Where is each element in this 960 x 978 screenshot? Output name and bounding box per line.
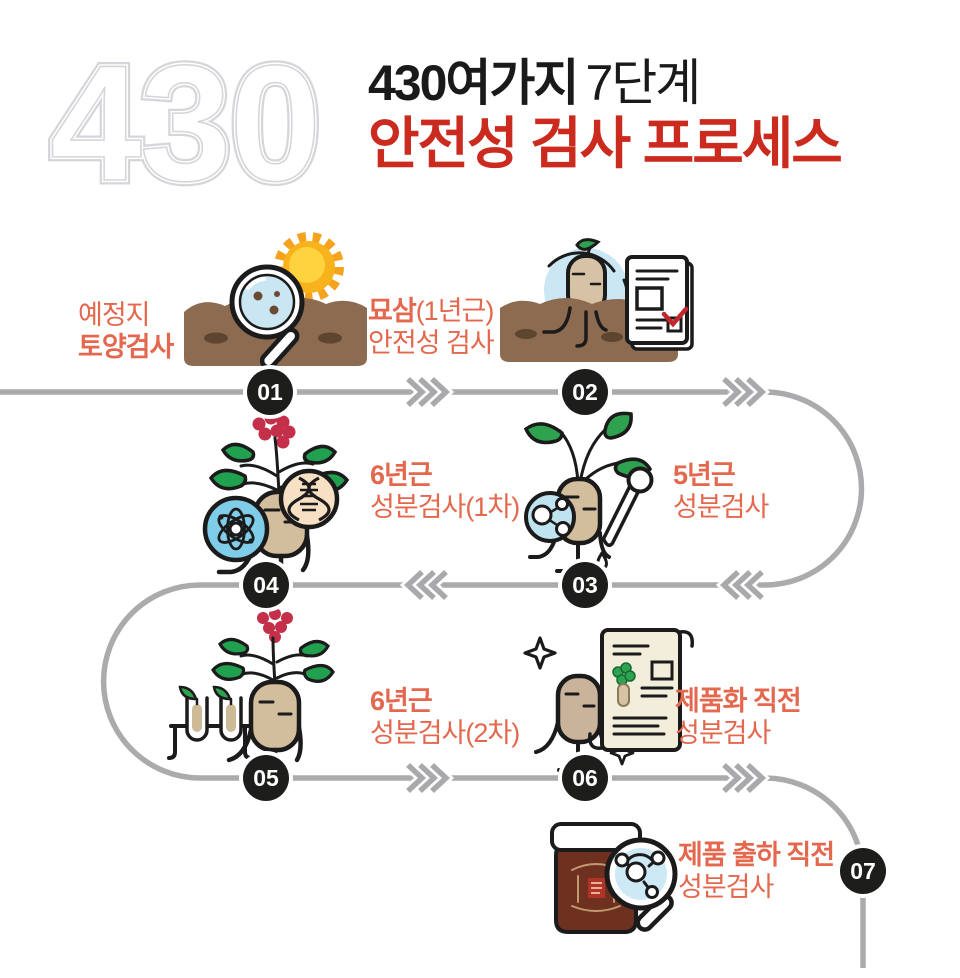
step-06-label-line1: 제품화 직전: [675, 686, 802, 716]
step-07-label: 제품 출하 직전 성분검사: [678, 840, 835, 904]
pipette-icon: [596, 466, 654, 571]
step-03-label-line1: 5년근: [673, 460, 736, 490]
step-01-icon-soil-test: [184, 232, 367, 370]
title-count: 430여가지: [368, 55, 579, 111]
step-03-label: 5년근 성분검사: [673, 460, 769, 524]
step-07-icon-pre-shipment-test: [550, 822, 678, 934]
test-tube-rack-icon: [167, 685, 253, 760]
sparkle-icon: [523, 636, 557, 670]
svg-text:430: 430: [50, 31, 319, 215]
chevron-right-4: [720, 760, 771, 796]
chevron-right-1: [404, 374, 455, 410]
step-07-label-line1: 제품 출하 직전: [678, 840, 835, 870]
step-05-icon-component-test-2: [167, 608, 335, 777]
step-04-label-line1: 6년근: [370, 460, 433, 490]
step-06-marker: 06: [562, 755, 608, 801]
root-legs: [542, 306, 608, 348]
document-check-icon: [625, 255, 694, 351]
step-02-icon-seedling-safety: [500, 238, 694, 362]
mini-ginseng-icon: [612, 662, 636, 707]
ginseng-root-icon: [534, 673, 612, 772]
step-05-label-line1: 6년근: [370, 686, 433, 716]
step-01-label: 예정지 토양검사: [78, 300, 174, 364]
step-01-marker: 01: [247, 369, 293, 415]
chevron-right-2: [720, 374, 771, 410]
step-01-label-line2: 토양검사: [78, 331, 174, 362]
chevron-left-1: [715, 567, 766, 603]
step-02-label: 묘삼(1년근) 안전성 검사: [368, 296, 495, 360]
step-05-marker: 05: [243, 755, 289, 801]
step-06-label: 제품화 직전 성분검사: [675, 686, 802, 750]
step-04-marker: 04: [243, 562, 289, 608]
step-04-label-line2: 성분검사(1차): [370, 491, 520, 522]
step-04-icon-component-test-1: [202, 411, 350, 585]
ginseng-leaves-icon: [208, 436, 350, 496]
snake-path: [0, 389, 866, 968]
step-02-label-line1: 묘삼(1년근): [368, 296, 494, 326]
step-07-marker: 07: [840, 848, 886, 894]
step-01-label-line1: 예정지: [78, 300, 151, 330]
step-02-label-line2: 안전성 검사: [368, 327, 495, 358]
step-05-label: 6년근 성분검사(2차): [370, 686, 520, 750]
certificate-scroll-icon: [588, 628, 694, 752]
step-02-marker: 02: [562, 369, 608, 415]
chevron-left-2: [399, 567, 450, 603]
title-line2: 안전성 검사 프로세스: [368, 112, 843, 175]
chevron-right-3: [404, 760, 455, 796]
magnifier-icon: [604, 837, 678, 932]
magnifier-icon: [229, 264, 305, 370]
svg-text:430: 430: [50, 31, 319, 215]
step-03-marker: 03: [562, 562, 608, 608]
step-04-label: 6년근 성분검사(1차): [370, 460, 520, 524]
svg-text:430: 430: [50, 31, 319, 215]
step-05-label-line2: 성분검사(2차): [370, 717, 520, 748]
watermark-430: 430 430 430: [46, 27, 326, 220]
seedling-root-icon: [566, 238, 607, 314]
berries-icon: [257, 608, 293, 643]
ginseng-leaves-icon: [211, 636, 335, 686]
berries-icon: [252, 411, 296, 449]
title-steps: 7단계: [585, 55, 701, 111]
step-07-label-line2: 성분검사: [678, 871, 774, 902]
atom-circle-icon: [202, 495, 270, 563]
dna-circle-icon: [278, 468, 340, 530]
step-03-icon-component-test: [523, 411, 654, 573]
step-06-label-line2: 성분검사: [675, 717, 771, 748]
jar-label-art: [571, 863, 621, 912]
molecule-circle-icon: [524, 491, 576, 543]
step-03-label-line2: 성분검사: [673, 491, 769, 522]
